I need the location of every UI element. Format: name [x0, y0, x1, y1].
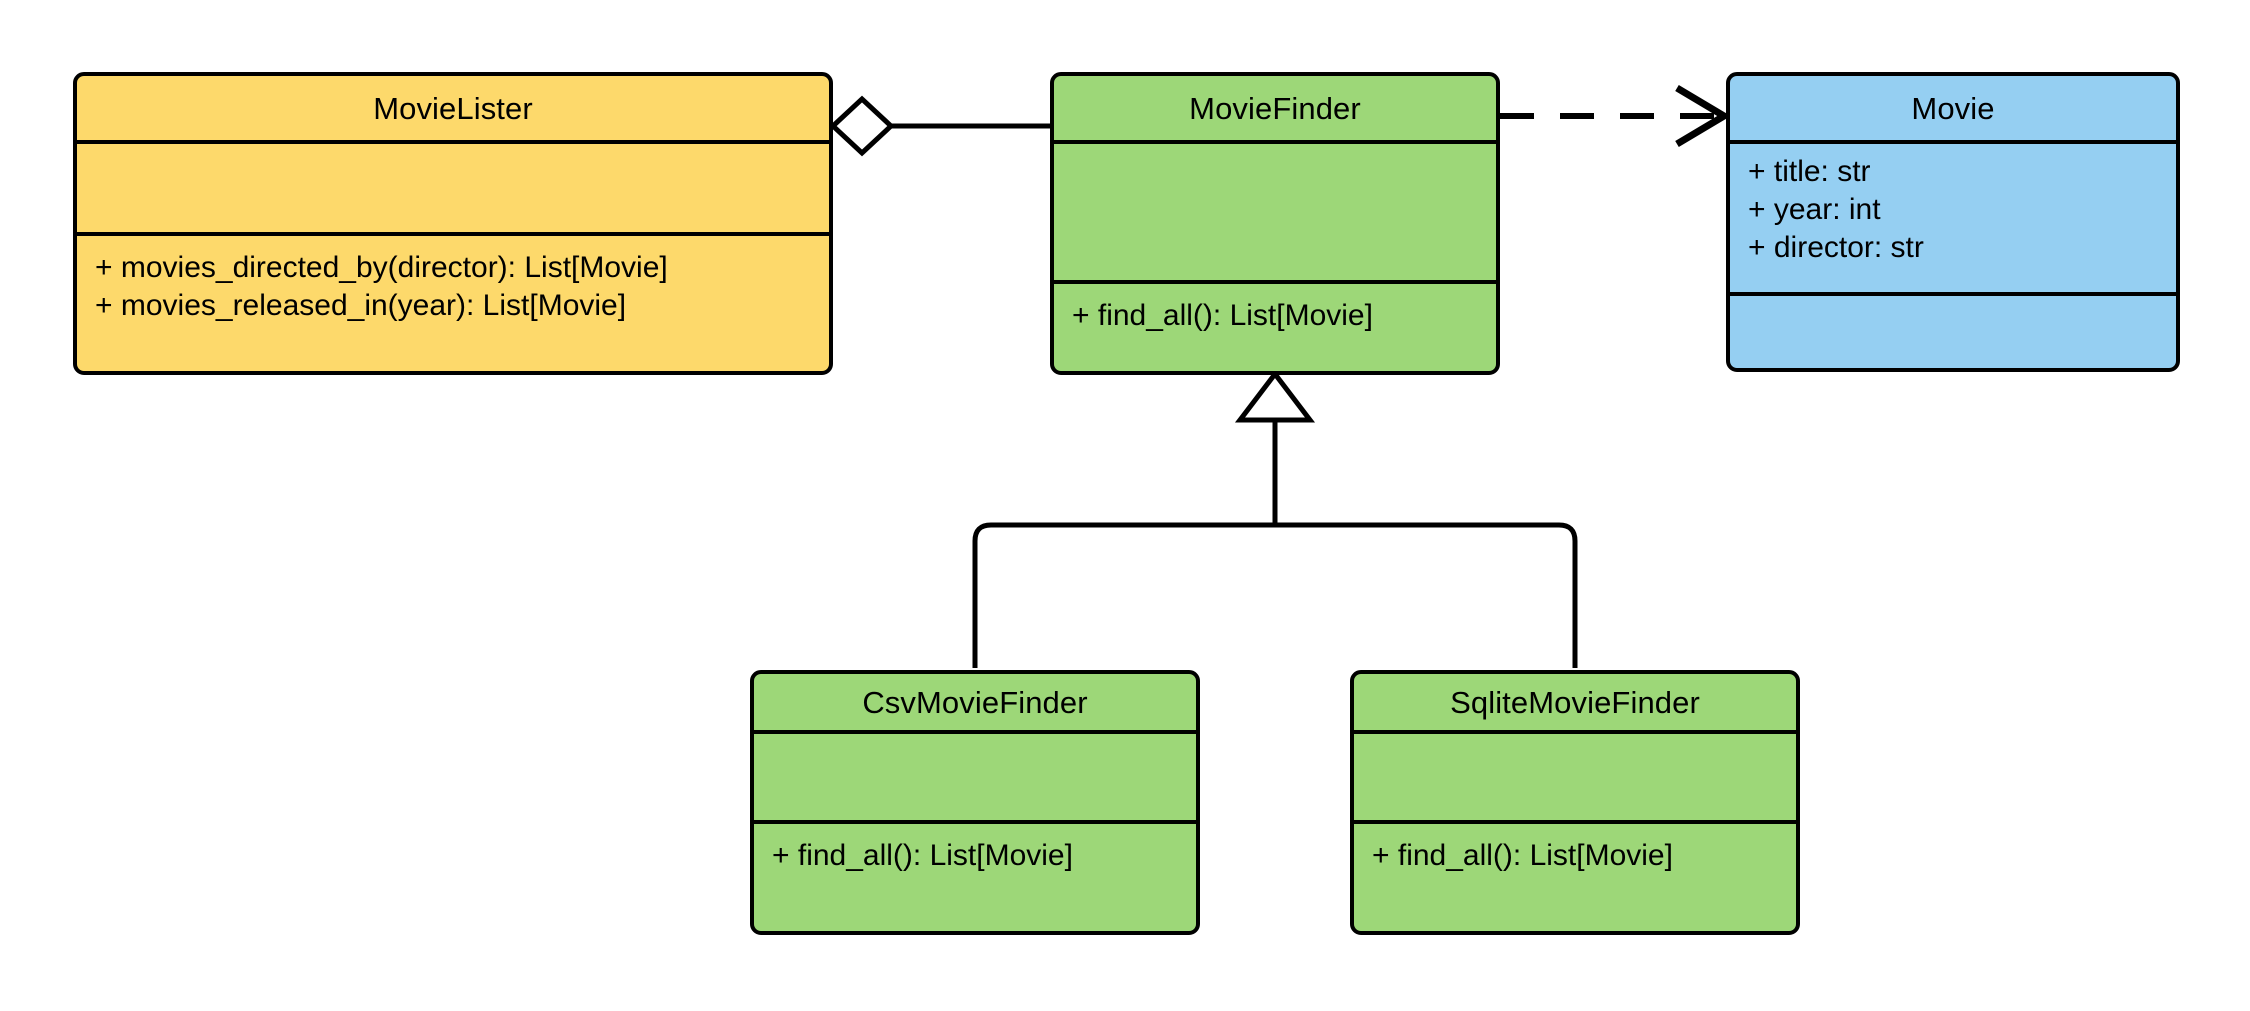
operation-item: + movies_released_in(year): List[Movie]	[95, 288, 627, 322]
hollow-triangle-marker	[1234, 369, 1316, 423]
attributes-compartment-csvmoviefinder	[754, 734, 1196, 824]
class-box-csvmoviefinder[interactable]: CsvMovieFinder + find_all(): List[Movie]	[750, 670, 1200, 935]
class-box-moviefinder[interactable]: MovieFinder + find_all(): List[Movie]	[1050, 72, 1500, 375]
class-box-sqlitemoviefinder[interactable]: SqliteMovieFinder + find_all(): List[Mov…	[1350, 670, 1800, 935]
attribute-item: + title: str	[1748, 155, 1871, 188]
class-name-csvmoviefinder: CsvMovieFinder	[754, 674, 1196, 734]
hollow-diamond-marker	[829, 95, 895, 157]
operations-compartment-moviefinder: + find_all(): List[Movie]	[1054, 284, 1496, 371]
generalization-tree-moviefinder[interactable]	[972, 369, 1578, 668]
generalization-bus	[972, 522, 1578, 668]
operation-item: + find_all(): List[Movie]	[1372, 839, 1673, 872]
open-arrow-marker	[1675, 84, 1731, 148]
operation-item: + find_all(): List[Movie]	[1072, 299, 1373, 332]
operation-item: + movies_directed_by(director): List[Mov…	[95, 251, 668, 284]
operations-compartment-sqlitemoviefinder: + find_all(): List[Movie]	[1354, 824, 1796, 931]
class-box-movielister[interactable]: MovieLister + movies_directed_by(directo…	[73, 72, 833, 375]
attribute-item: + director: str	[1748, 230, 1924, 264]
attributes-compartment-movielister	[77, 144, 829, 236]
attributes-compartment-movie: + title: str + year: int + director: str	[1730, 144, 2176, 296]
operation-item: + find_all(): List[Movie]	[772, 839, 1073, 872]
class-name-movielister: MovieLister	[77, 76, 829, 144]
aggregation-movielister-moviefinder[interactable]	[829, 95, 1050, 157]
dependency-moviefinder-movie[interactable]	[1500, 84, 1731, 148]
class-name-movie: Movie	[1730, 76, 2176, 144]
attributes-compartment-sqlitemoviefinder	[1354, 734, 1796, 824]
class-name-sqlitemoviefinder: SqliteMovieFinder	[1354, 674, 1796, 734]
class-name-moviefinder: MovieFinder	[1054, 76, 1496, 144]
operations-compartment-movie	[1730, 296, 2176, 368]
operations-compartment-movielister: + movies_directed_by(director): List[Mov…	[77, 236, 829, 371]
class-box-movie[interactable]: Movie + title: str + year: int + directo…	[1726, 72, 2180, 372]
attribute-item: + year: int	[1748, 192, 1881, 226]
attributes-compartment-moviefinder	[1054, 144, 1496, 284]
operations-compartment-csvmoviefinder: + find_all(): List[Movie]	[754, 824, 1196, 931]
